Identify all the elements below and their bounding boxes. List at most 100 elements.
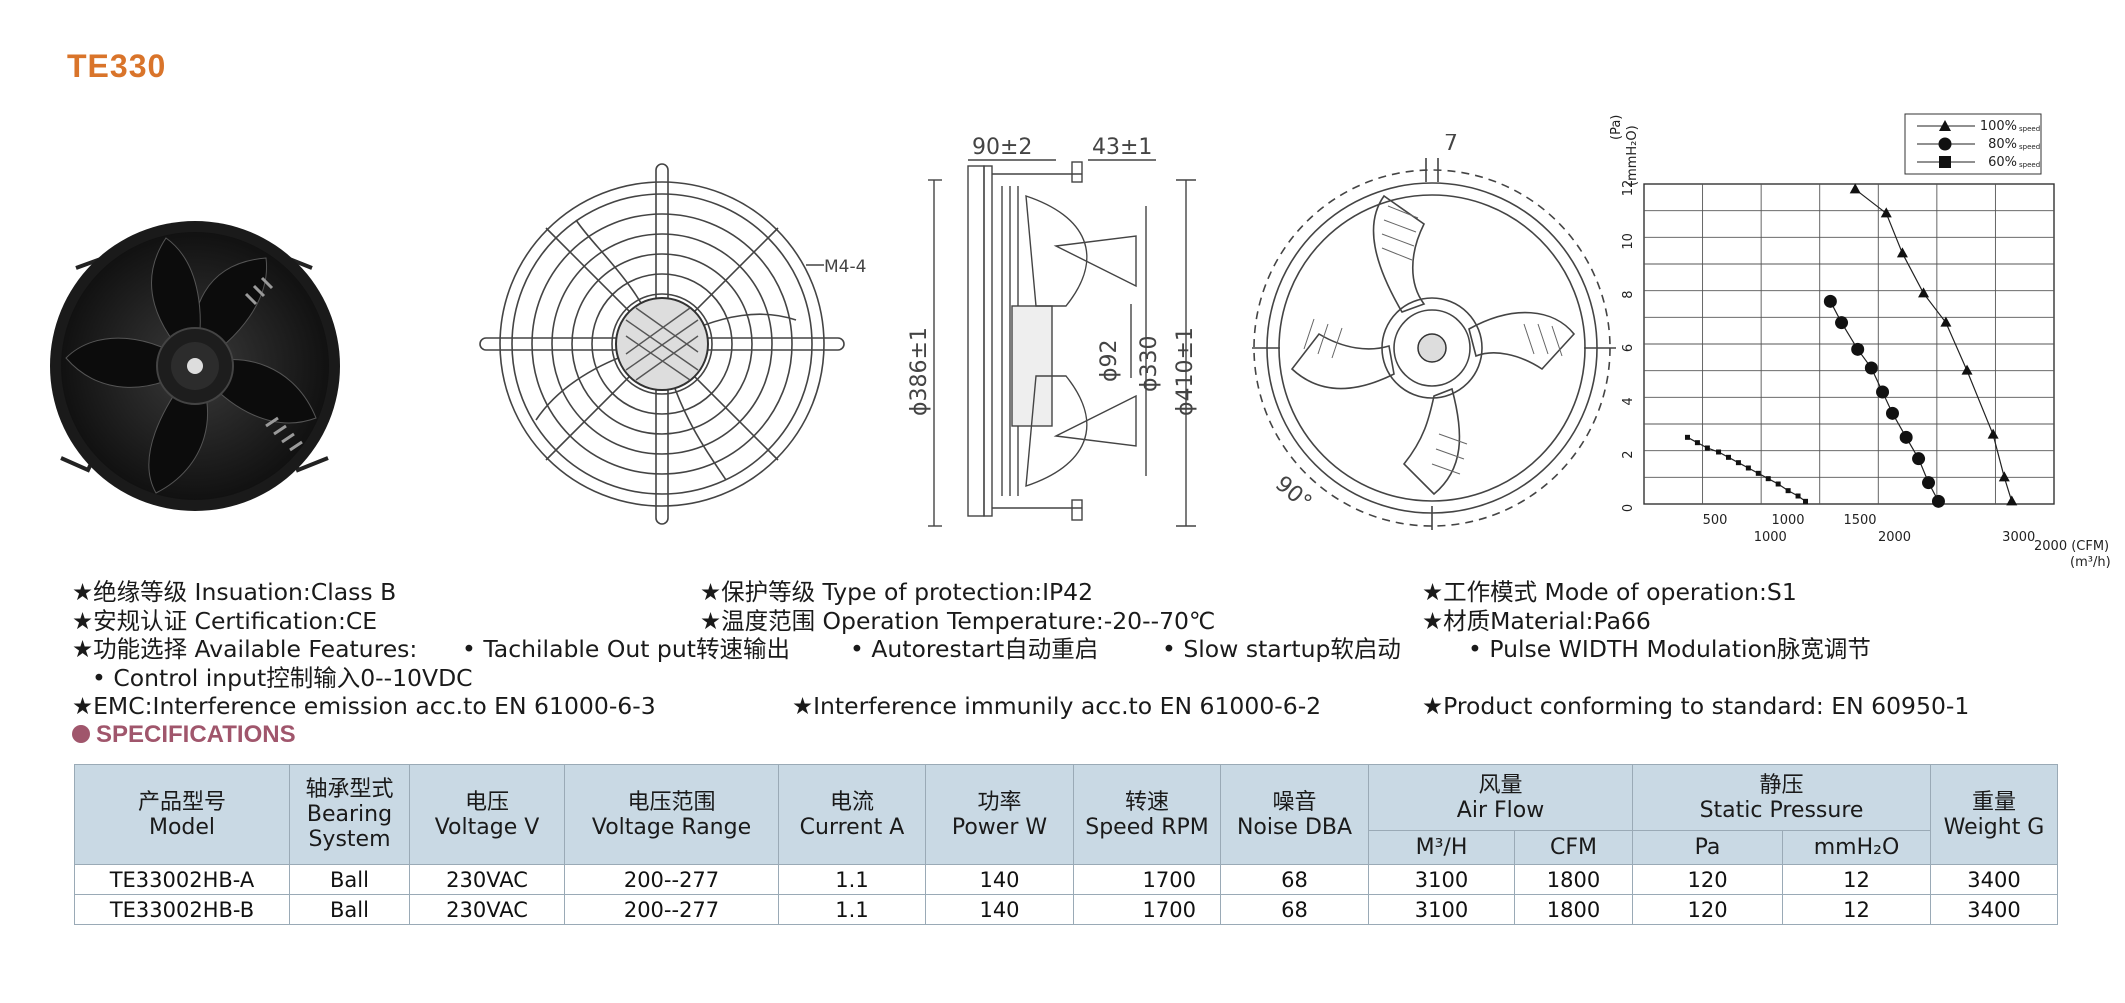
cell-voltage-range: 200--277 [564,864,779,895]
data-point [1716,449,1722,455]
cell-m3h: 3100 [1368,864,1515,895]
data-point [1940,316,1952,327]
diameter-92-dimension: ϕ92 [1097,339,1122,382]
feature-material: ★材质Material:Pa66 [1422,606,1651,635]
data-point [1755,470,1761,476]
specifications-title: SPECIFICATIONS [96,721,296,748]
data-point [1998,471,2010,482]
feature-certification: ★安规认证 Certification:CE [72,606,378,635]
feature-row: ★功能选择 Available Features: • Tachilable O… [72,635,2092,664]
y-tick-label: 2 [1621,451,1636,459]
x-tick-label-cfm: 500 [1703,513,1728,528]
legend-label: 60% [1988,155,2017,170]
cell-noise: 68 [1220,864,1369,895]
fan-photo [50,221,340,511]
data-point [1896,247,1908,258]
data-point [1803,498,1809,504]
data-point [1745,465,1751,471]
cell-model: TE33002HB-B [74,894,290,925]
x-label-cfm: 2000 (CFM) [2034,539,2109,554]
cell-power: 140 [925,864,1074,895]
data-point [2006,495,2018,506]
data-point [1918,287,1930,298]
tab-width-dimension: 7 [1444,134,1458,156]
cell-voltage: 230VAC [409,864,565,895]
cell-mmh2o: 12 [1782,864,1932,895]
legend-marker [1939,120,1951,131]
feature-row: ★EMC:Interference emission acc.to EN 610… [72,692,2092,721]
screw-dimension: M4-4 [824,257,866,277]
feature-immunity: ★Interference immunily acc.to EN 61000-6… [792,692,1322,720]
angle-dimension: 90° [1270,471,1316,515]
x-tick-label-cfm: 1500 [1843,513,1876,528]
cell-speed: 1700 [1073,864,1221,895]
cell-noise: 68 [1220,894,1369,925]
data-point [1876,385,1890,399]
diameter-386-dimension: ϕ386±1 [907,327,932,416]
data-point [1851,342,1865,356]
data-point [1931,494,1945,508]
cell-cfm: 1800 [1513,864,1634,895]
cell-pa: 120 [1632,864,1784,895]
data-point [1899,430,1913,444]
data-point [1912,452,1926,466]
feature-insulation: ★绝缘等级 Insuation:Class B [72,578,397,606]
feature-slow-startup: • Slow startup软启动 [1162,635,1401,663]
data-point [1785,488,1791,494]
data-point [1704,445,1710,451]
front-grille-drawing: M4-4 [479,163,866,525]
feature-standard: ★Product conforming to standard: EN 6095… [1422,692,1970,720]
data-point [1864,361,1878,375]
data-point [1922,476,1936,490]
data-point [1694,440,1700,446]
data-point [1885,406,1899,420]
feature-autorestart: • Autorestart自动重启 [850,635,1099,663]
legend-sublabel: speed [2019,143,2040,151]
table-row: TE33002HB-A Ball 230VAC 200--277 1.1 140… [74,864,2059,895]
side-view-drawing: 90±2 43±1 ϕ386±1 ϕ92 ϕ330 ϕ410±1 [907,135,1198,527]
x-tick-label-cfm: 1000 [1771,513,1804,528]
data-point [1987,428,1999,439]
legend-sublabel: speed [2019,161,2040,169]
cell-weight: 3400 [1930,864,2059,895]
cell-m3h: 3100 [1368,894,1515,925]
data-point [1684,434,1690,440]
legend-marker [1939,156,1951,168]
header-cfm: CFM [1513,830,1634,865]
feature-operation-mode: ★工作模式 Mode of operation:S1 [1422,578,1797,606]
data-point [1835,316,1849,330]
y-label-pa: (Pa) [1609,115,1624,140]
data-point [1735,460,1741,466]
y-tick-label: 6 [1621,344,1636,352]
feature-control-input: • Control input控制输入0--10VDC [92,663,473,692]
depth-dimension: 90±2 [972,135,1032,160]
data-point [1725,454,1731,460]
cell-cfm: 1800 [1513,894,1634,925]
series-line [1829,301,1939,502]
data-point [1880,207,1892,218]
header-mmh2o: mmH₂O [1782,830,1932,865]
cell-current: 1.1 [778,864,926,895]
feature-temperature: ★温度范围 Operation Temperature:-20--70℃ [700,606,1216,635]
feature-row: • Control input控制输入0--10VDC [72,664,2092,693]
feature-available: ★功能选择 Available Features: [72,635,418,663]
bullet-icon [72,725,90,743]
front-dimension: 43±1 [1092,135,1152,160]
legend-label: 80% [1988,137,2017,152]
cell-mmh2o: 12 [1782,894,1932,925]
y-label-mmh2o: (mmH₂O) [1625,125,1640,186]
diameter-330-dimension: ϕ330 [1137,335,1162,392]
feature-tach-output: • Tachilable Out put转速输出 [462,635,790,663]
specifications-heading: SPECIFICATIONS [72,721,296,749]
table-row: TE33002HB-B Ball 230VAC 200--277 1.1 140… [74,894,2059,925]
cell-current: 1.1 [778,894,926,925]
legend-label: 100% [1980,119,2017,134]
